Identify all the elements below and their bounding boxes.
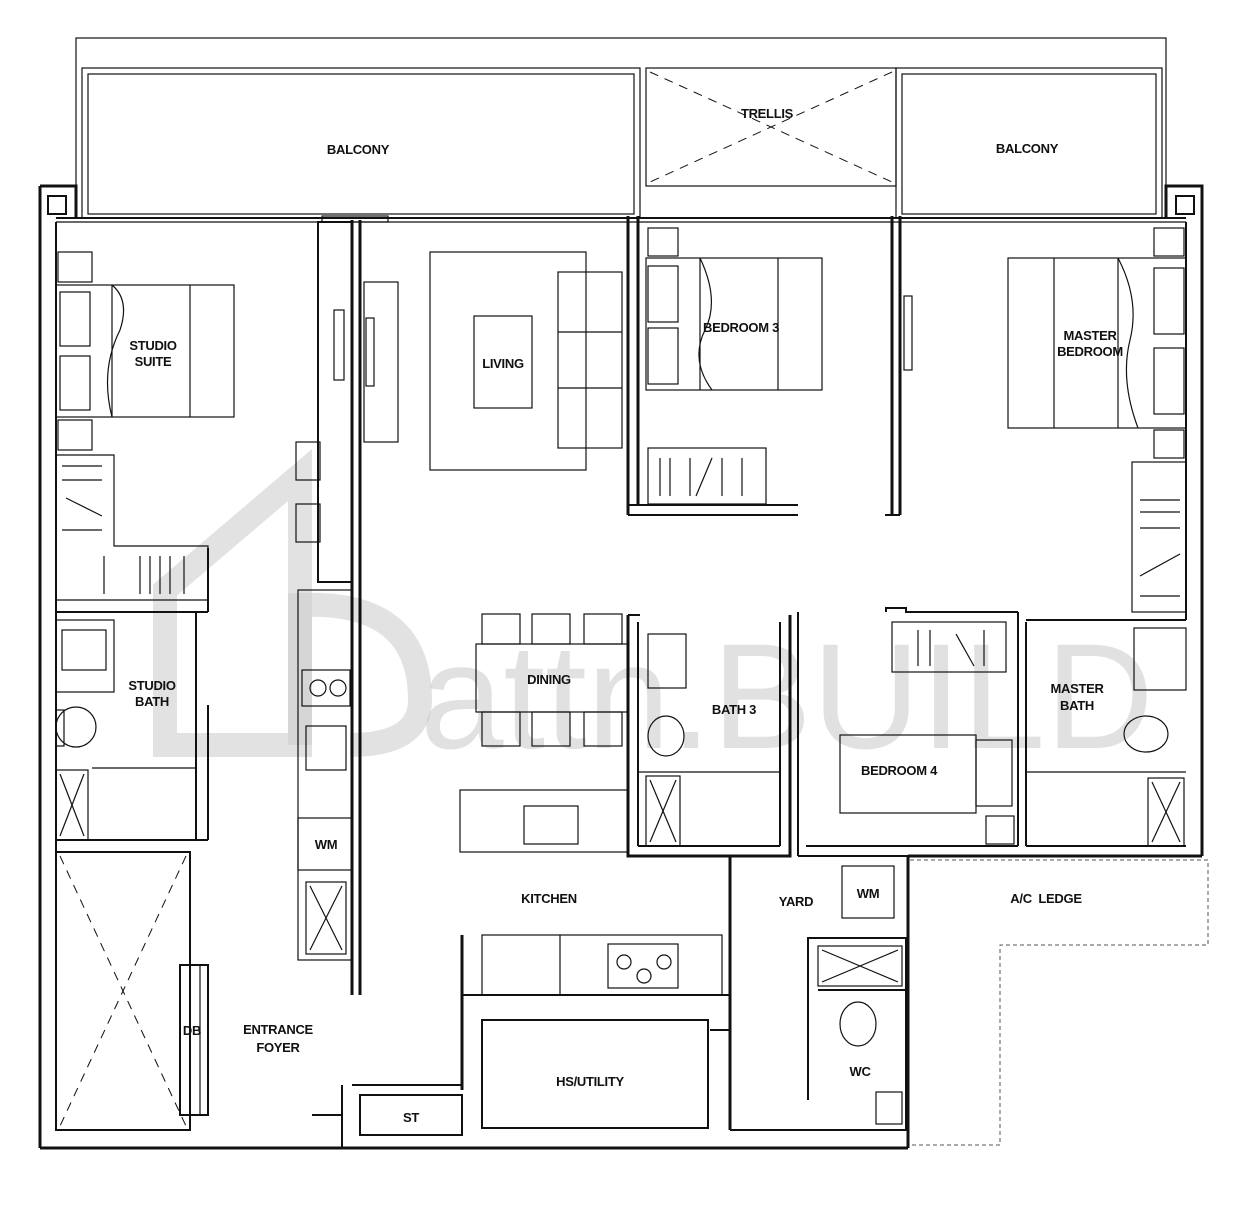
label-studio-suite-1: STUDIO (129, 338, 177, 353)
label-entrance-2: FOYER (256, 1040, 300, 1055)
balcony-area (56, 37, 1186, 223)
label-bedroom-3: BEDROOM 3 (703, 320, 779, 335)
label-bath-3: BATH 3 (712, 702, 756, 717)
label-dining: DINING (527, 672, 571, 687)
label-living: LIVING (482, 356, 524, 371)
label-hs-utility: HS/UTILITY (556, 1074, 624, 1089)
interior-walls (55, 215, 1209, 1148)
label-wm-yard: WM (857, 886, 880, 901)
label-studio-suite-2: SUITE (135, 354, 172, 369)
label-master-bath-1: MASTER (1050, 681, 1104, 696)
label-master-bedroom-2: BEDROOM (1057, 344, 1123, 359)
label-bedroom-4: BEDROOM 4 (861, 763, 938, 778)
label-ac-ledge: A/C LEDGE (1010, 891, 1082, 906)
label-master-bath-2: BATH (1060, 698, 1094, 713)
label-entrance-1: ENTRANCE (243, 1022, 313, 1037)
label-yard: YARD (779, 894, 813, 909)
label-studio-bath-2: BATH (135, 694, 169, 709)
label-wm-left: WM (315, 837, 338, 852)
label-master-bedroom-1: MASTER (1063, 328, 1117, 343)
label-balcony-left: BALCONY (327, 142, 390, 157)
label-db: DB (183, 1023, 201, 1038)
label-wc: WC (849, 1064, 871, 1079)
label-kitchen: KITCHEN (521, 891, 577, 906)
watermark-text: attn.BUILD (420, 612, 1154, 780)
watermark-logo: attn.BUILD (153, 449, 1154, 780)
room-labels: BALCONY TRELLIS BALCONY STUDIO SUITE LIV… (128, 106, 1123, 1125)
label-trellis: TRELLIS (741, 106, 794, 121)
label-balcony-right: BALCONY (996, 141, 1059, 156)
label-studio-bath-1: STUDIO (128, 678, 176, 693)
furniture (55, 227, 1187, 1125)
label-st: ST (403, 1110, 419, 1125)
